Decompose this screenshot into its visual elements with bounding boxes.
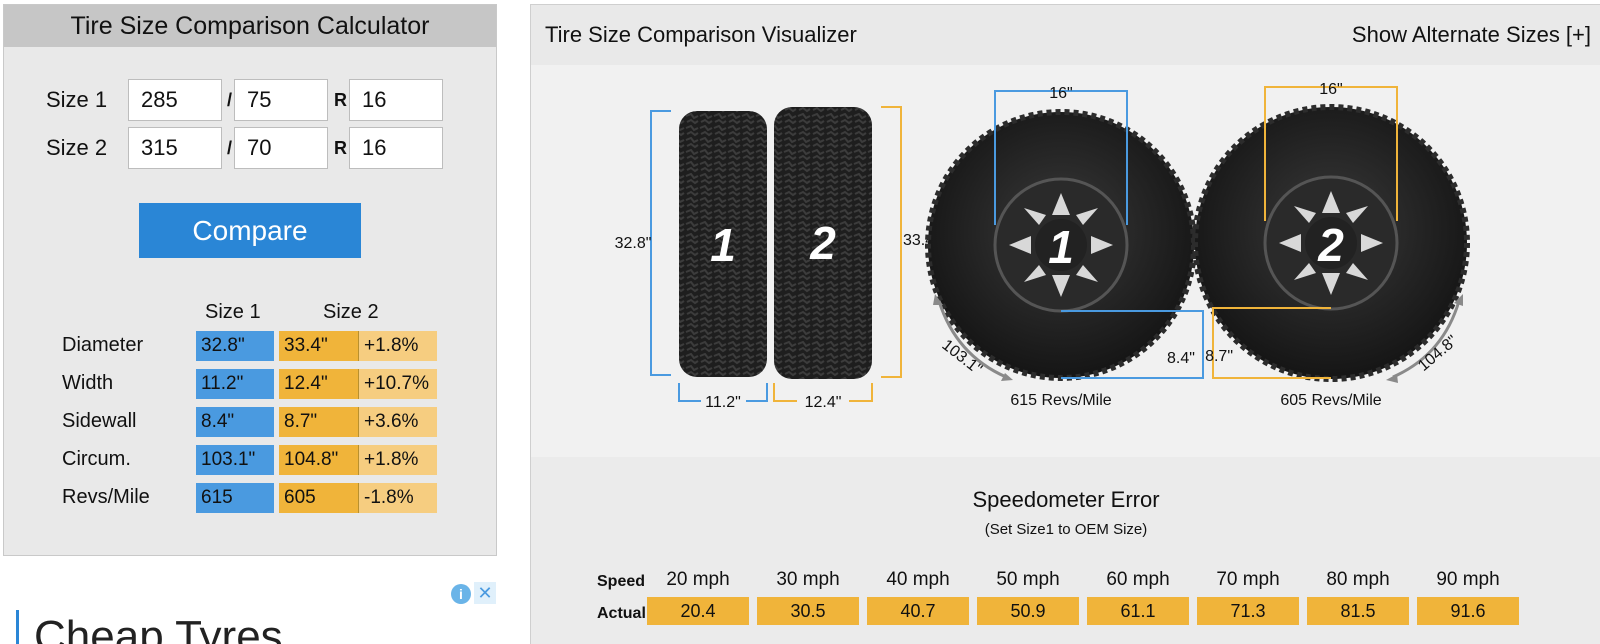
tire2-tread-view: 2 (774, 107, 872, 379)
result-size1-value: 103.1" (196, 445, 274, 475)
wheel2-sidewall-bracket (1212, 307, 1331, 379)
size2-rim-marker: R (334, 138, 347, 158)
tire2-number: 2 (809, 217, 836, 269)
speed-cell: 50 mph (996, 569, 1060, 590)
tire2-height-bracket (881, 106, 902, 378)
size1-aspect-input[interactable] (234, 79, 328, 121)
size2-label: Size 2 (46, 135, 108, 160)
actual-cell: 40.7 (867, 597, 969, 625)
speed-cell: 20 mph (666, 569, 730, 590)
result-row-diameter: Diameter 32.8" 33.4" +1.8% (4, 331, 498, 361)
size1-slash: / (227, 90, 233, 110)
actual-cell: 30.5 (757, 597, 859, 625)
speedometer-subtitle: (Set Size1 to OEM Size) (984, 521, 1148, 538)
ad-accent-bar (16, 610, 19, 644)
results-header-size2: Size 2 (323, 301, 379, 323)
wheel1-rim-label: 16" (1049, 85, 1072, 102)
result-diff-value: +1.8% (358, 445, 437, 475)
result-label: Circum. (62, 448, 131, 470)
actual-cell: 81.5 (1307, 597, 1409, 625)
speedometer-error-section: Speedometer Error (Set Size1 to OEM Size… (531, 457, 1600, 644)
result-size2-value: 12.4" (279, 369, 358, 399)
speed-row-label: Speed (597, 573, 646, 590)
calculator-panel: Tire Size Comparison Calculator Size 1 /… (3, 4, 497, 556)
compare-button[interactable]: Compare (139, 203, 361, 258)
wheel1-number: 1 (1048, 221, 1074, 273)
wheel2-revs-label: 605 Revs/Mile (1280, 392, 1381, 409)
result-label: Sidewall (62, 410, 137, 432)
speed-cell: 60 mph (1106, 569, 1170, 590)
speedometer-title: Speedometer Error (972, 487, 1160, 512)
result-row-circumference: Circum. 103.1" 104.8" +1.8% (4, 445, 498, 475)
result-diff-value: +10.7% (358, 369, 437, 399)
size2-aspect-input[interactable] (234, 127, 328, 169)
result-size2-value: 8.7" (279, 407, 358, 437)
size1-rim-input[interactable] (349, 79, 443, 121)
actual-row-label: Actual (597, 605, 646, 622)
visualizer-header: Tire Size Comparison Visualizer Show Alt… (531, 5, 1600, 65)
result-size1-value: 8.4" (196, 407, 274, 437)
tire-diagram: 1 2 32.8" 33.4" 11.2" 12.4" (615, 81, 1470, 411)
result-label: Revs/Mile (62, 486, 150, 508)
wheel1-rim-bracket (994, 90, 1128, 225)
speed-cell: 90 mph (1436, 569, 1500, 590)
results-header-size1: Size 1 (205, 301, 261, 323)
result-row-revs-per-mile: Revs/Mile 615 605 -1.8% (4, 483, 498, 513)
wheel2-sidewall-label: 8.7" (1205, 348, 1233, 365)
result-row-sidewall: Sidewall 8.4" 8.7" +3.6% (4, 407, 498, 437)
ad-title-link[interactable]: Cheap Tyres (34, 612, 283, 644)
visualizer-title: Tire Size Comparison Visualizer (545, 22, 857, 47)
wheel2-rim-label: 16" (1319, 81, 1342, 98)
wheel1-circum-arrow (937, 300, 1007, 379)
result-size1-value: 615 (196, 483, 274, 513)
speed-cell: 30 mph (776, 569, 840, 590)
ad-close-icon[interactable]: ✕ (474, 582, 496, 604)
speed-cell: 70 mph (1216, 569, 1280, 590)
tire1-tread-view: 1 (679, 111, 767, 377)
result-size2-value: 104.8" (279, 445, 358, 475)
show-alternate-sizes-link[interactable]: Show Alternate Sizes [+] (1351, 22, 1591, 47)
wheel2-profile: 2 (1192, 104, 1470, 382)
tire1-width-label: 11.2" (705, 394, 741, 411)
size1-rim-marker: R (334, 90, 347, 110)
actual-cell: 71.3 (1197, 597, 1299, 625)
result-size1-value: 32.8" (196, 331, 274, 361)
tire1-number: 1 (710, 219, 736, 271)
tire2-width-label: 12.4" (805, 394, 842, 411)
wheel1-sidewall-bracket (1061, 310, 1204, 379)
wheel2-rim-bracket (1264, 86, 1398, 221)
ad-info-icon[interactable]: i (451, 584, 471, 604)
speed-cell: 80 mph (1326, 569, 1390, 590)
size2-slash: / (227, 138, 233, 158)
size2-width-input[interactable] (128, 127, 222, 169)
actual-cell: 50.9 (977, 597, 1079, 625)
result-size1-value: 11.2" (196, 369, 274, 399)
wheel1-sidewall-label: 8.4" (1167, 350, 1195, 367)
wheel2-number: 2 (1317, 219, 1344, 271)
speed-cell: 40 mph (886, 569, 950, 590)
result-diff-value: +3.6% (358, 407, 437, 437)
wheel1-profile: 1 (925, 109, 1197, 381)
calculator-title: Tire Size Comparison Calculator (4, 5, 496, 47)
result-size2-value: 605 (279, 483, 358, 513)
result-label: Diameter (62, 334, 144, 356)
result-label: Width (62, 372, 114, 394)
result-diff-value: +1.8% (358, 331, 437, 361)
result-row-width: Width 11.2" 12.4" +10.7% (4, 369, 498, 399)
tire1-height-bracket (650, 110, 671, 376)
wheel2-circum-arrow (1392, 300, 1461, 379)
size1-label: Size 1 (46, 87, 108, 112)
actual-cell: 20.4 (647, 597, 749, 625)
size2-rim-input[interactable] (349, 127, 443, 169)
visualizer-panel: Tire Size Comparison Visualizer Show Alt… (530, 4, 1600, 644)
actual-cell: 61.1 (1087, 597, 1189, 625)
result-size2-value: 33.4" (279, 331, 358, 361)
size1-width-input[interactable] (128, 79, 222, 121)
tire-visual-stage: 1 2 32.8" 33.4" 11.2" 12.4" (531, 65, 1600, 457)
result-diff-value: -1.8% (358, 483, 437, 513)
actual-cell: 91.6 (1417, 597, 1519, 625)
wheel1-revs-label: 615 Revs/Mile (1010, 392, 1111, 409)
tire1-height-label: 32.8" (615, 235, 652, 252)
